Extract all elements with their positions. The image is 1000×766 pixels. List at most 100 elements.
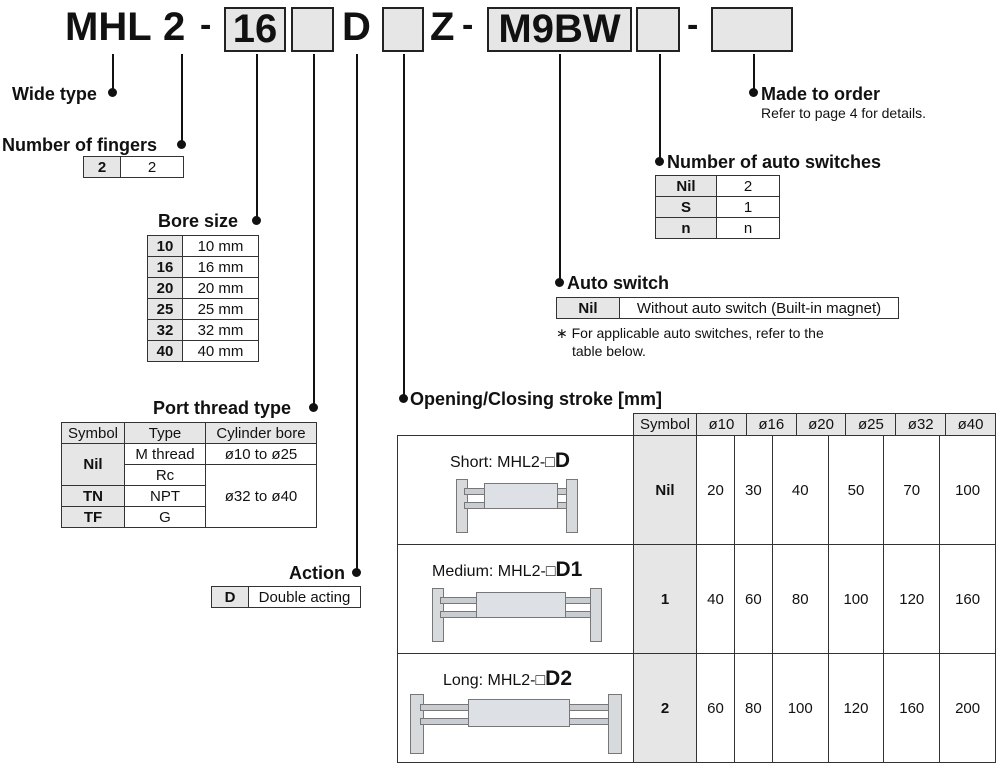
leader-stroke <box>403 54 405 399</box>
bore-key: 16 <box>147 256 183 278</box>
port-tf: TF <box>61 506 125 528</box>
table-row: Symbol Type Cylinder bore <box>61 422 317 444</box>
code-switch-box: M9BW <box>487 7 632 52</box>
code-bore: 16 <box>232 7 278 51</box>
code-switch: M9BW <box>498 7 621 51</box>
stroke-value: 80 <box>733 653 773 763</box>
table-row: 2 2 <box>83 156 184 178</box>
label-num-switches: Number of auto switches <box>667 152 882 172</box>
code-series: MHL <box>65 5 152 49</box>
switch-note-line-2: table below. <box>572 343 646 359</box>
leader-fingers <box>181 54 183 144</box>
table-row: Nil M thread ø10 to ø25 <box>61 443 317 486</box>
box-glyph: □ <box>545 454 555 471</box>
short-label-text: Short: MHL2- <box>450 454 546 471</box>
stroke-header-bore: ø25 <box>845 413 897 436</box>
leader-wide <box>112 54 114 92</box>
label-made-to-order: Made to order <box>761 84 881 104</box>
stroke-value: 70 <box>883 435 941 545</box>
leader-dot-order <box>749 88 758 97</box>
port-nil: Nil <box>61 443 125 486</box>
port-type: NPT <box>124 485 206 507</box>
code-z: Z <box>430 5 455 49</box>
table-row: Rc ø32 to ø40 <box>62 464 317 528</box>
label-bore: Bore size <box>158 211 239 231</box>
bore-value: 10 mm <box>182 235 259 257</box>
leader-dot-fingers <box>177 140 186 149</box>
table-row: Nil 20 30 40 50 70 100 <box>633 435 996 545</box>
label-port: Port thread type <box>153 398 292 418</box>
label-stroke: Opening/Closing stroke [mm] <box>410 389 663 409</box>
num-switch-value: 1 <box>716 196 780 218</box>
stroke-value: 30 <box>733 435 773 545</box>
table-row: 1 40 60 80 100 120 160 <box>633 544 996 654</box>
leader-dot-switch <box>555 278 564 287</box>
stroke-header-bore: ø40 <box>945 413 996 436</box>
long-label: Long: MHL2-□D2 <box>443 667 572 691</box>
action-table: D Double acting <box>211 586 361 608</box>
medium-label-suffix: D1 <box>555 558 583 581</box>
stroke-value: 100 <box>939 435 996 545</box>
switch-note-line-1: ∗ For applicable auto switches, refer to… <box>556 325 824 341</box>
stroke-value: 100 <box>771 653 829 763</box>
leader-dot-bore <box>252 216 261 225</box>
num-switch-key: n <box>655 217 717 239</box>
label-wide-type: Wide type <box>12 84 97 104</box>
table-row: TN NPT <box>61 485 317 507</box>
table-row: 2 60 80 100 120 160 200 <box>633 653 996 763</box>
auto-switch-table: Nil Without auto switch (Built-in magnet… <box>556 297 899 319</box>
port-bore: ø32 to ø40 <box>205 464 317 528</box>
leader-bore <box>256 54 258 220</box>
code-order-box <box>711 7 793 52</box>
action-key: D <box>211 586 249 608</box>
stroke-header-bore: ø16 <box>745 413 797 436</box>
port-tn: TN <box>61 485 125 507</box>
port-header-bore: Cylinder bore <box>205 422 317 444</box>
box-glyph: □ <box>535 672 546 689</box>
leader-dot-action <box>352 568 361 577</box>
bore-key: 25 <box>147 298 183 320</box>
bore-value: 32 mm <box>182 319 259 341</box>
code-port-box <box>291 7 334 52</box>
long-label-text: Long: MHL2- <box>443 672 536 689</box>
table-row: Nil Without auto switch (Built-in magnet… <box>556 297 899 319</box>
code-action: D <box>342 5 371 49</box>
leader-port <box>313 54 315 407</box>
long-gripper-panel: Long: MHL2-□D2 <box>397 653 634 763</box>
stroke-value: 50 <box>827 435 885 545</box>
leader-action <box>356 54 358 572</box>
code-dash-3: - <box>687 6 699 44</box>
code-bore-box: 16 <box>224 7 286 52</box>
bore-key: 20 <box>147 277 183 299</box>
stroke-value: 60 <box>733 544 773 654</box>
fingers-value: 2 <box>120 156 184 178</box>
port-type: G <box>124 506 206 528</box>
stroke-header-bore: ø20 <box>795 413 847 436</box>
medium-gripper-panel: Medium: MHL2-□D1 <box>397 544 634 654</box>
box-glyph: □ <box>545 563 556 580</box>
code-dash-2: - <box>462 6 474 44</box>
switch-value: Without auto switch (Built-in magnet) <box>619 297 899 319</box>
fingers-table: 2 2 <box>83 156 184 178</box>
num-switch-value: n <box>716 217 780 239</box>
stroke-value: 40 <box>696 544 735 654</box>
bore-value: 25 mm <box>182 298 259 320</box>
leader-dot-stroke <box>399 394 408 403</box>
stroke-value: 80 <box>771 544 829 654</box>
label-auto-switch: Auto switch <box>567 273 669 293</box>
stroke-header-symbol: Symbol <box>633 413 697 436</box>
num-switch-value: 2 <box>716 175 780 197</box>
code-stroke-box <box>382 7 424 52</box>
bore-value: 20 mm <box>182 277 259 299</box>
table-row: TF G <box>61 506 317 528</box>
num-switch-key: Nil <box>655 175 717 197</box>
